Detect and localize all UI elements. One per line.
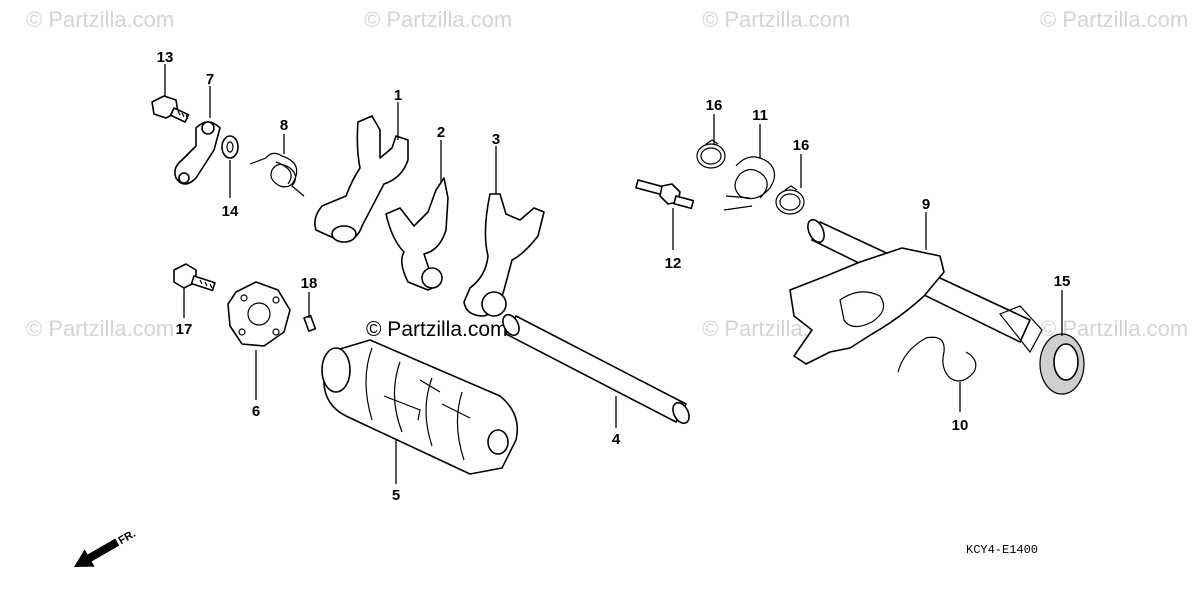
- watermark-center: © Partzilla.com: [366, 318, 508, 341]
- callout-4[interactable]: 4: [612, 431, 621, 448]
- callout-18[interactable]: 18: [301, 275, 318, 292]
- part-13-bolt[interactable]: [151, 95, 190, 123]
- part-10-return-spring[interactable]: [897, 336, 977, 382]
- callout-15[interactable]: 15: [1054, 273, 1071, 290]
- front-direction-arrow: FR.: [74, 528, 138, 567]
- watermark: © Partzilla.com: [702, 7, 850, 32]
- part-16-clip-lower[interactable]: [775, 185, 805, 215]
- callout-16-lower[interactable]: 16: [793, 137, 810, 154]
- callout-6[interactable]: 6: [252, 403, 260, 420]
- watermark: © Partzilla.com: [1040, 7, 1188, 32]
- part-11-spring[interactable]: [723, 156, 776, 211]
- callout-17[interactable]: 17: [176, 321, 193, 338]
- part-7-stopper-arm[interactable]: [174, 121, 221, 185]
- part-8-spring[interactable]: [249, 152, 305, 197]
- part-15-oil-seal[interactable]: [1039, 333, 1085, 395]
- part-5-shift-drum[interactable]: [321, 339, 519, 475]
- part-6-drum-center[interactable]: [227, 281, 291, 347]
- watermark: © Partzilla.com: [26, 7, 174, 32]
- part-1-shift-fork[interactable]: [314, 115, 409, 243]
- callout-13[interactable]: 13: [157, 49, 174, 66]
- callout-3[interactable]: 3: [492, 131, 500, 148]
- callout-11[interactable]: 11: [752, 107, 768, 124]
- callout-10[interactable]: 10: [952, 417, 969, 434]
- part-14-washer[interactable]: [221, 135, 239, 159]
- diagram-code: KCY4-E1400: [966, 543, 1038, 557]
- part-12-stud[interactable]: [635, 179, 695, 210]
- callout-1[interactable]: 1: [394, 87, 402, 104]
- part-18-pin[interactable]: [303, 314, 317, 332]
- watermark: © Partzilla.com: [26, 316, 174, 341]
- callout-8[interactable]: 8: [280, 117, 288, 134]
- front-label: FR.: [117, 528, 138, 547]
- callout-5[interactable]: 5: [392, 487, 400, 504]
- callout-14[interactable]: 14: [222, 203, 239, 220]
- part-16-clip-upper[interactable]: [696, 139, 726, 169]
- callout-16-upper[interactable]: 16: [706, 97, 723, 114]
- callout-2[interactable]: 2: [437, 124, 445, 141]
- part-9-gearshift-spindle[interactable]: [789, 217, 1043, 365]
- watermark: © Partzilla.com: [364, 7, 512, 32]
- part-4-fork-shaft[interactable]: [500, 312, 693, 426]
- callout-12[interactable]: 12: [665, 255, 682, 272]
- part-3-shift-fork[interactable]: [463, 193, 545, 317]
- callout-7[interactable]: 7: [206, 71, 214, 88]
- callout-9[interactable]: 9: [922, 196, 930, 213]
- part-17-bolt[interactable]: [173, 263, 216, 292]
- part-2-shift-fork[interactable]: [385, 177, 449, 291]
